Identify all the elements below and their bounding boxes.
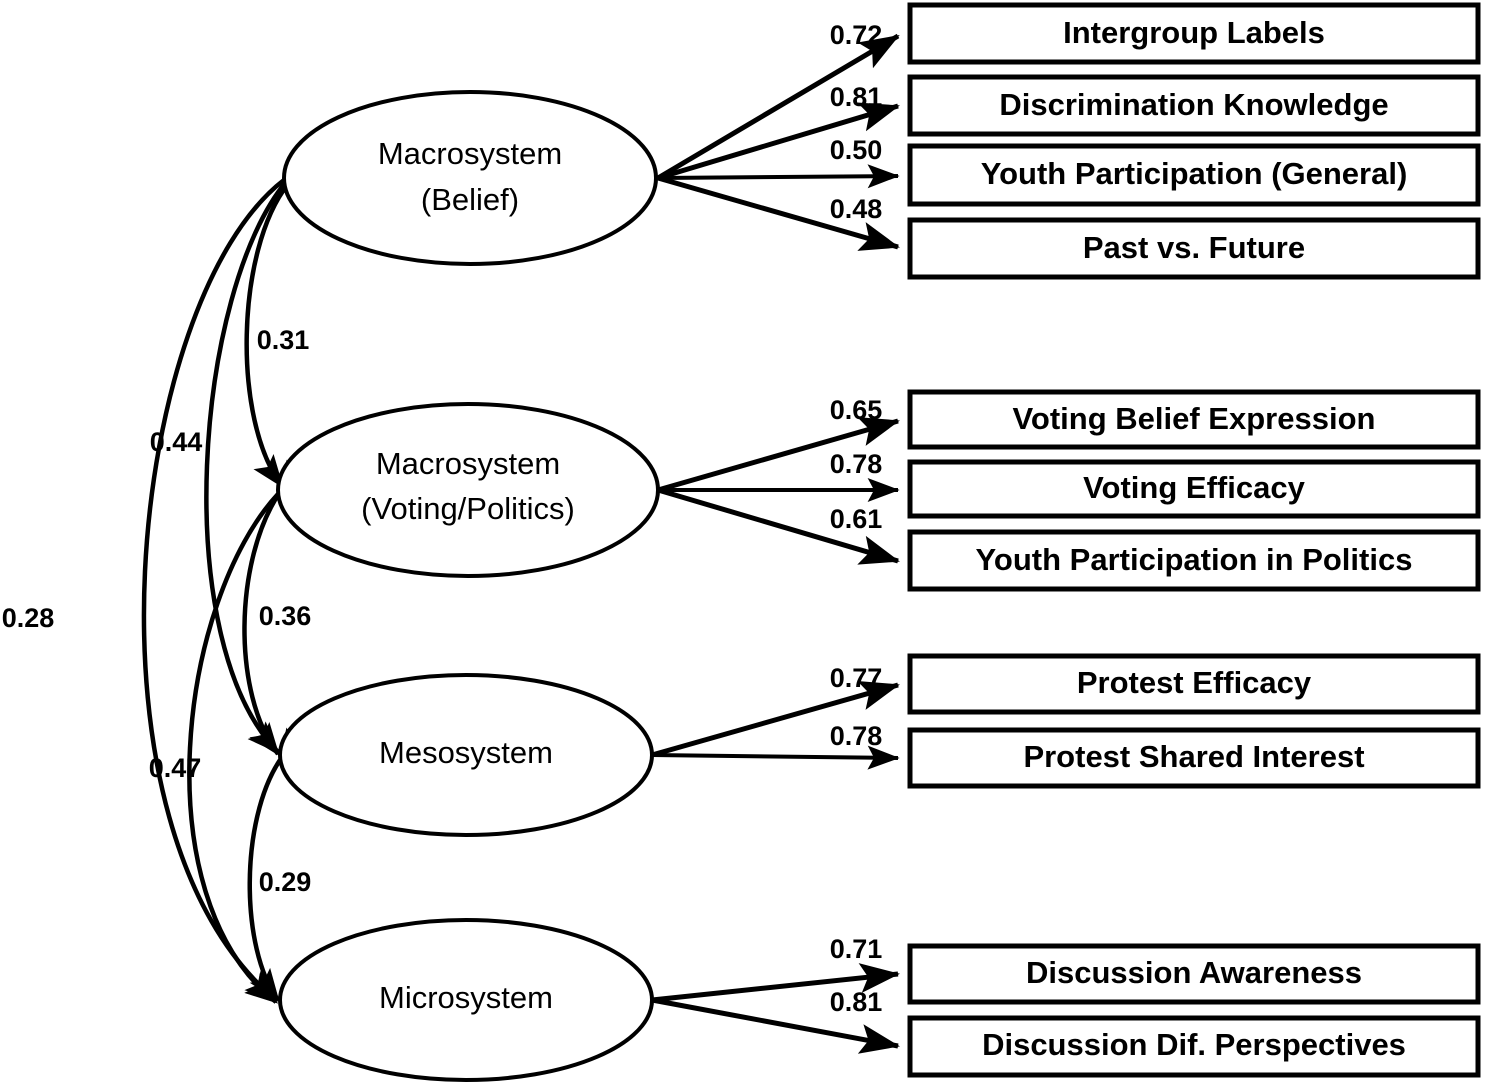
loading-label-intergroup-labels: 0.72 — [830, 20, 883, 50]
loading-path-discrimination-knowledge — [657, 102, 900, 181]
indicator-box-protest-efficacy[interactable]: Protest Efficacy — [907, 653, 1481, 715]
indicator-label: Youth Participation (General) — [981, 156, 1408, 191]
loading-paths-meso — [651, 680, 900, 770]
latent-label-line1: Macrosystem — [378, 136, 562, 171]
corr-path-voting-micro — [187, 462, 309, 1004]
loading-path-youth-participation-politics — [657, 487, 900, 565]
loading-path-past-vs-future — [657, 175, 900, 251]
loading-paths-macro-belief — [656, 33, 900, 251]
latent-factors: Macrosystem (Belief) Macrosystem (Voting… — [276, 90, 660, 1082]
loading-label-protest-shared-interest: 0.78 — [830, 721, 883, 751]
indicator-box-youth-participation-general[interactable]: Youth Participation (General) — [907, 143, 1481, 207]
loading-label-discrimination-knowledge: 0.81 — [830, 82, 883, 112]
corr-label-meso-micro: 0.29 — [259, 867, 312, 897]
latent-label-line1: Macrosystem — [376, 446, 560, 481]
latent-label-line2: (Voting/Politics) — [361, 491, 575, 526]
indicator-box-past-vs-future[interactable]: Past vs. Future — [907, 217, 1481, 280]
corr-label-belief-micro: 0.28 — [2, 603, 55, 633]
loading-path-discussion-awareness — [651, 963, 900, 1003]
loading-path-protest-efficacy — [651, 680, 900, 758]
indicator-label: Intergroup Labels — [1063, 15, 1325, 50]
corr-label-belief-meso: 0.44 — [150, 427, 203, 457]
corr-label-belief-voting: 0.31 — [257, 325, 310, 355]
loading-path-intergroup-labels — [656, 33, 900, 181]
indicator-box-voting-efficacy[interactable]: Voting Efficacy — [907, 459, 1481, 519]
indicator-label: Youth Participation in Politics — [976, 542, 1413, 577]
indicator-boxes: Intergroup Labels Discrimination Knowled… — [907, 2, 1481, 1078]
latent-factor-macrosystem-voting-politics[interactable]: Macrosystem (Voting/Politics) — [276, 402, 660, 578]
indicator-box-voting-belief-expression[interactable]: Voting Belief Expression — [907, 389, 1481, 450]
corr-path-belief-micro — [141, 151, 316, 1002]
loading-label-youth-participation-politics: 0.61 — [830, 504, 883, 534]
indicator-box-intergroup-labels[interactable]: Intergroup Labels — [907, 2, 1481, 65]
correlation-labels: 0.31 0.44 0.28 0.36 0.47 0.29 — [2, 325, 312, 897]
loading-label-discussion-dif-perspectives: 0.81 — [830, 987, 883, 1017]
loading-label-voting-belief-expression: 0.65 — [830, 395, 883, 425]
indicator-box-discrimination-knowledge[interactable]: Discrimination Knowledge — [907, 74, 1481, 137]
correlation-paths — [141, 150, 317, 1004]
indicator-box-protest-shared-interest[interactable]: Protest Shared Interest — [907, 727, 1481, 789]
latent-label-line2: (Belief) — [421, 182, 519, 217]
indicator-label: Discrimination Knowledge — [999, 87, 1388, 122]
indicator-label: Past vs. Future — [1083, 230, 1305, 265]
loading-label-discussion-awareness: 0.71 — [830, 934, 883, 964]
indicator-label: Voting Belief Expression — [1013, 401, 1376, 436]
corr-label-voting-meso: 0.36 — [259, 601, 312, 631]
loading-paths-micro — [651, 963, 900, 1054]
loading-label-youth-participation-general: 0.50 — [830, 135, 883, 165]
indicator-label: Protest Shared Interest — [1023, 739, 1364, 774]
indicator-box-youth-participation-politics[interactable]: Youth Participation in Politics — [907, 529, 1481, 592]
indicator-box-discussion-awareness[interactable]: Discussion Awareness — [907, 943, 1481, 1005]
loading-paths-macro-voting — [657, 417, 900, 565]
latent-label-line1: Microsystem — [379, 980, 553, 1015]
loading-label-past-vs-future: 0.48 — [830, 194, 883, 224]
loading-path-protest-shared-interest — [651, 745, 900, 770]
latent-factor-microsystem[interactable]: Microsystem — [278, 918, 654, 1082]
loading-label-protest-efficacy: 0.77 — [830, 663, 883, 693]
latent-label-line1: Mesosystem — [379, 735, 553, 770]
indicator-box-discussion-dif-perspectives[interactable]: Discussion Dif. Perspectives — [907, 1015, 1481, 1078]
corr-label-voting-micro: 0.47 — [149, 753, 202, 783]
loading-path-discussion-dif-perspectives — [651, 997, 900, 1054]
indicator-label: Discussion Awareness — [1026, 955, 1362, 990]
indicator-label: Protest Efficacy — [1077, 665, 1312, 700]
latent-factor-macrosystem-belief[interactable]: Macrosystem (Belief) — [282, 90, 658, 266]
corr-path-meso-micro — [247, 727, 308, 1003]
loading-path-voting-belief-expression — [657, 417, 900, 493]
latent-factor-mesosystem[interactable]: Mesosystem — [278, 673, 654, 837]
indicator-label: Discussion Dif. Perspectives — [982, 1027, 1406, 1062]
indicator-label: Voting Efficacy — [1083, 470, 1305, 505]
loading-path-youth-participation-general — [657, 164, 900, 189]
loading-label-voting-efficacy: 0.78 — [830, 449, 883, 479]
loading-labels: 0.72 0.81 0.50 0.48 0.65 0.78 0.61 0.77 … — [830, 20, 883, 1017]
